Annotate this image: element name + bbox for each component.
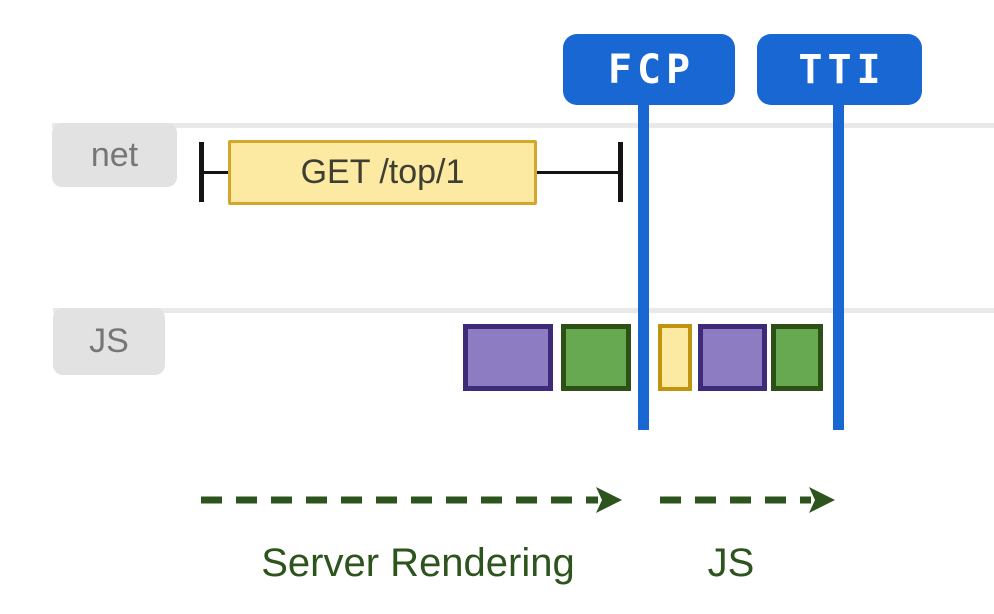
js-arrow bbox=[660, 487, 835, 513]
js-block-execute bbox=[561, 324, 631, 391]
net-lane-tab: net bbox=[52, 123, 177, 187]
tti-badge-label: TTI bbox=[798, 46, 886, 93]
tti-marker-line bbox=[833, 100, 844, 430]
server-rendering-arrow bbox=[201, 487, 622, 513]
fcp-badge-label: FCP bbox=[607, 46, 696, 93]
network-request-label: GET /top/1 bbox=[300, 153, 465, 191]
js-block-parse-compile bbox=[698, 324, 767, 391]
js-block-parse-compile bbox=[463, 324, 553, 391]
network-request-box: GET /top/1 bbox=[228, 140, 537, 205]
request-end-tick bbox=[618, 142, 623, 202]
fcp-badge: FCP bbox=[563, 34, 735, 105]
js-lane-tab: JS bbox=[53, 308, 165, 375]
js-block-execute bbox=[771, 324, 823, 391]
tti-badge: TTI bbox=[757, 34, 922, 105]
request-start-tick bbox=[199, 142, 204, 202]
js-phase-label: JS bbox=[707, 541, 755, 585]
js-block-chunk bbox=[658, 324, 692, 391]
server-rendering-label: Server Rendering bbox=[261, 541, 575, 585]
js-lane-track-line bbox=[53, 308, 994, 313]
js-lane-label: JS bbox=[89, 322, 129, 360]
net-lane-track-line bbox=[52, 123, 994, 128]
net-lane-label: net bbox=[90, 135, 139, 174]
fcp-marker-line bbox=[638, 100, 649, 430]
